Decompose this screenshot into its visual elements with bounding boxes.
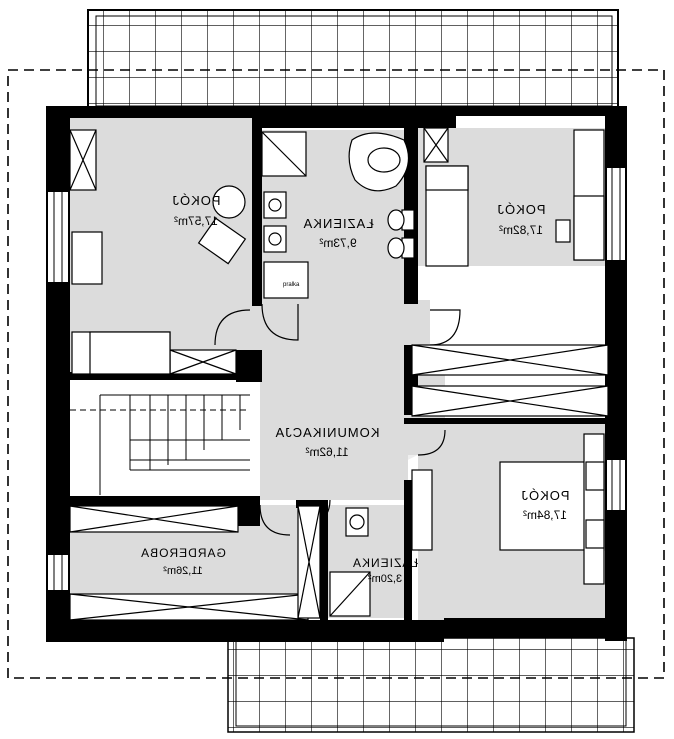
room-area: 9,73m²: [319, 236, 356, 250]
room-name: KOMUNIKACJA: [275, 425, 380, 440]
top-terrace: [87, 9, 619, 109]
staircase: [70, 380, 250, 500]
room-area: 17,82m²: [499, 223, 543, 237]
bottom-terrace: [227, 637, 635, 733]
window-lines: [53, 107, 621, 590]
room-name: POKÓJ: [520, 488, 569, 503]
furniture-room-3: [411, 433, 605, 585]
wardrobes: [69, 127, 609, 621]
furniture-room-1: [71, 185, 247, 375]
room-name: ŁAZIENKA: [303, 216, 374, 231]
furniture-room-2: [425, 129, 605, 267]
room-area: 17,57m²: [174, 214, 218, 228]
room-name: ŁAZIENKA: [352, 556, 418, 570]
room-name: POKÓJ: [496, 202, 545, 217]
outline-below: [7, 69, 665, 679]
room-area: 11,62m²: [305, 445, 348, 459]
room-area: 3,20m²: [368, 573, 403, 585]
room-labels: POKÓJ 17,57m² ŁAZIENKA 9,73m² POKÓJ 17,8…: [140, 193, 569, 585]
washer-label: pralka: [283, 282, 300, 288]
bathroom-fixtures: [263, 132, 415, 617]
room-name: POKÓJ: [171, 193, 220, 208]
room-area: 11,26m²: [163, 565, 203, 577]
room-name: GARDEROBA: [140, 546, 226, 560]
room-area: 17,84m²: [523, 508, 567, 522]
